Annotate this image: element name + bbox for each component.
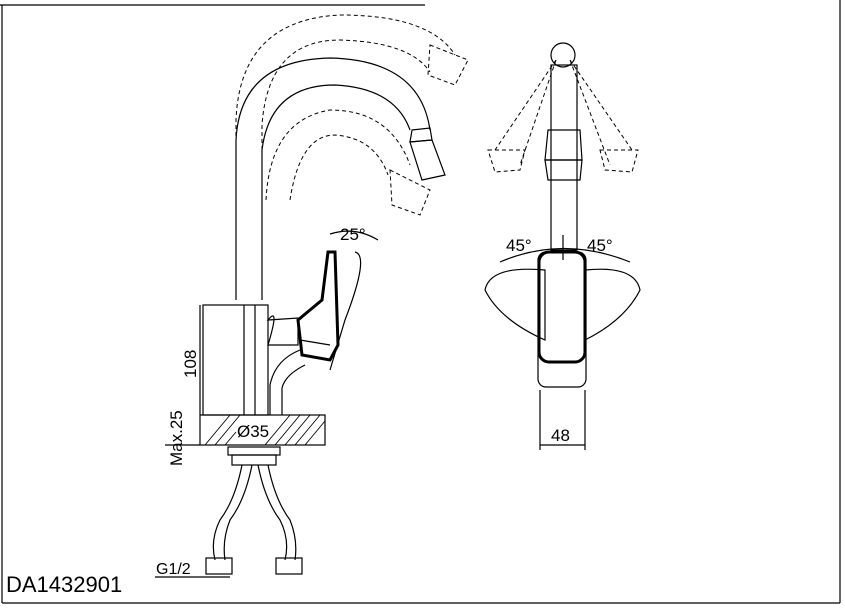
hole-diameter-label: Ø35 [237, 422, 269, 441]
model-code: DA1432901 [6, 572, 122, 597]
thread-size-label: G1/2 [156, 561, 191, 578]
front-view [484, 42, 641, 450]
swivel-left-label: 45° [506, 236, 532, 255]
handle-angle-label: 25° [340, 225, 366, 244]
swivel-right-label: 45° [587, 236, 613, 255]
side-view [155, 14, 469, 578]
height-dimension-label: 108 [181, 350, 200, 378]
width-dimension-label: 48 [551, 426, 570, 445]
max-thickness-label: Max.25 [167, 410, 186, 466]
